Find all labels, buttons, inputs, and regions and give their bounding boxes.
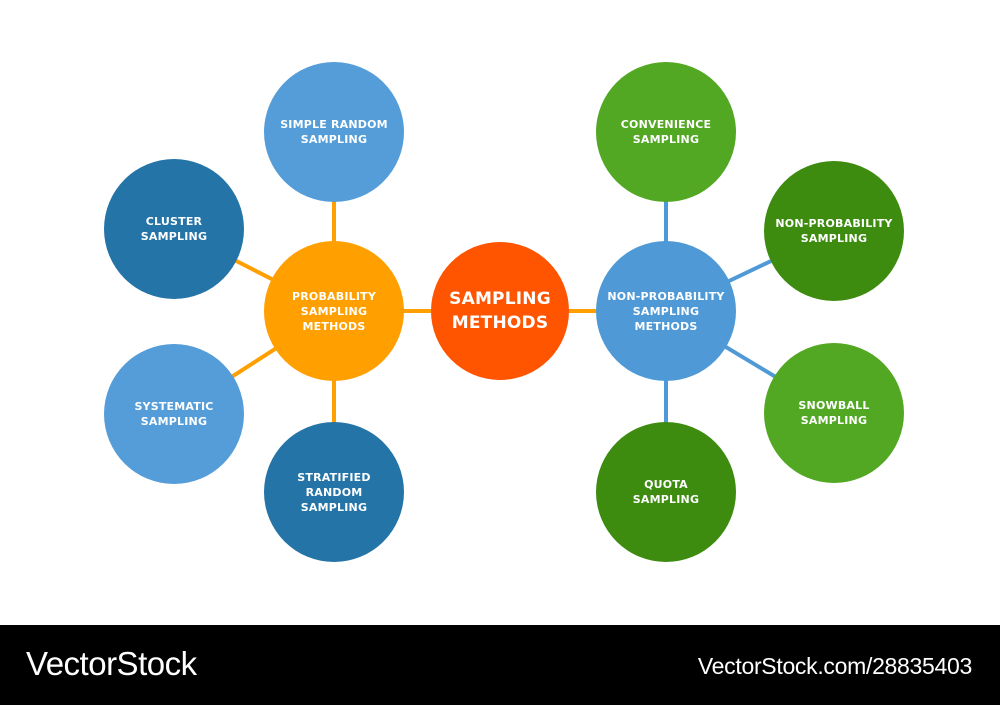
snowball-sampling-label: SNOWBALL SAMPLING bbox=[798, 399, 870, 427]
systematic-sampling-node: SYSTEMATIC SAMPLING bbox=[104, 344, 244, 484]
non-probability-sampling-methods-label: NON-PROBABILITY SAMPLING METHODS bbox=[607, 289, 725, 333]
non-probability-sampling-label: NON-PROBABILITY SAMPLING bbox=[775, 217, 893, 245]
simple-random-sampling-node: SIMPLE RANDOM SAMPLING bbox=[264, 62, 404, 202]
quota-sampling-node: QUOTA SAMPLING bbox=[596, 422, 736, 562]
image-id-text: VectorStock.com/28835403 bbox=[697, 653, 972, 679]
convenience-sampling-label: CONVENIENCE SAMPLING bbox=[620, 118, 712, 146]
sampling-methods-label: SAMPLING METHODS bbox=[449, 289, 551, 333]
convenience-sampling-node: CONVENIENCE SAMPLING bbox=[596, 62, 736, 202]
sampling-methods-node: SAMPLING METHODS bbox=[431, 242, 569, 380]
cluster-sampling-label: CLUSTER SAMPLING bbox=[140, 215, 208, 243]
probability-sampling-methods-node: PROBABILITY SAMPLING METHODS bbox=[264, 241, 404, 381]
probability-sampling-methods-label: PROBABILITY SAMPLING METHODS bbox=[291, 289, 377, 333]
non-probability-sampling-methods-node: NON-PROBABILITY SAMPLING METHODS bbox=[596, 241, 736, 381]
stratified-random-sampling-label: STRATIFIED RANDOM SAMPLING bbox=[297, 470, 371, 514]
systematic-sampling-label: SYSTEMATIC SAMPLING bbox=[134, 400, 214, 428]
non-probability-sampling-node: NON-PROBABILITY SAMPLING bbox=[764, 161, 904, 301]
stratified-random-sampling-node: STRATIFIED RANDOM SAMPLING bbox=[264, 422, 404, 562]
watermark-banner: VectorStock VectorStock.com/28835403 bbox=[0, 625, 1000, 705]
vectorstock-logo: VectorStock bbox=[26, 645, 197, 682]
snowball-sampling-node: SNOWBALL SAMPLING bbox=[764, 343, 904, 483]
cluster-sampling-node: CLUSTER SAMPLING bbox=[104, 159, 244, 299]
quota-sampling-label: QUOTA SAMPLING bbox=[632, 478, 700, 506]
sampling-methods-diagram: SAMPLING METHODS PROBABILITY SAMPLING ME… bbox=[104, 62, 904, 562]
simple-random-sampling-label: SIMPLE RANDOM SAMPLING bbox=[280, 118, 388, 146]
